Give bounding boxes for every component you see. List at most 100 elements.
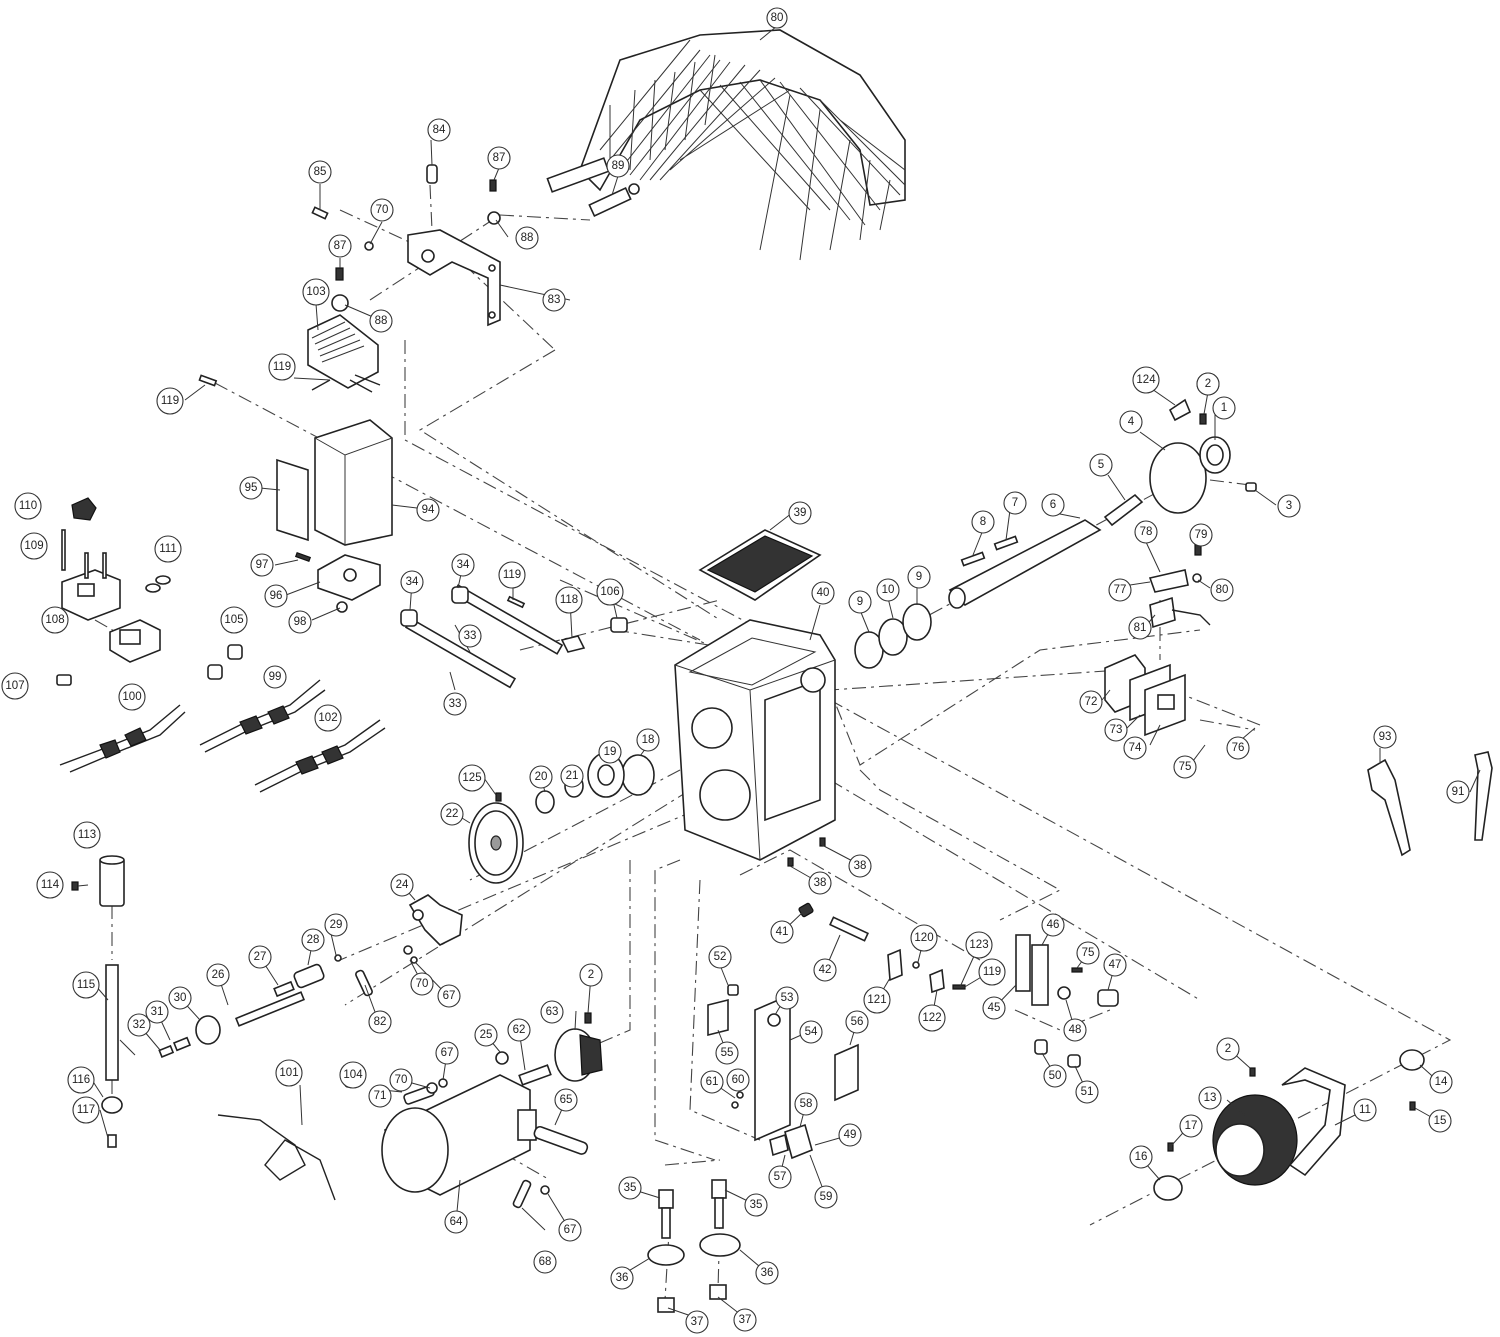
callout-label: 89 <box>612 160 625 172</box>
callout-label: 88 <box>521 232 534 244</box>
callout-circle <box>560 764 584 788</box>
callout-115: 115 <box>72 971 100 999</box>
callout-46: 46 <box>1041 913 1065 937</box>
callout-circle <box>451 553 475 577</box>
pivot-pin <box>588 183 640 217</box>
callout-label: 16 <box>1135 1151 1148 1163</box>
callout-label: 96 <box>270 590 283 602</box>
callout-76: 76 <box>1226 736 1250 760</box>
svg-text:80: 80 <box>771 12 784 24</box>
callout-54: 54 <box>799 1020 823 1044</box>
callout-circle <box>1429 1070 1453 1094</box>
callout-circle <box>838 1123 862 1147</box>
callout-bubbles: 1234567899101113141516171819202122242526… <box>1 118 1470 1334</box>
callout-label: 29 <box>330 919 343 931</box>
callout-label: 108 <box>45 614 64 626</box>
callout-label: 94 <box>422 504 435 516</box>
callout-label: 79 <box>1195 529 1208 541</box>
callout-33: 33 <box>458 624 482 648</box>
callout-1: 1 <box>1212 396 1236 420</box>
callout-circle <box>910 924 938 952</box>
callout-label: 117 <box>77 1104 95 1116</box>
callout-109: 109 <box>20 532 48 560</box>
callout-circle <box>400 570 424 594</box>
access-door <box>707 984 859 1160</box>
callout-16: 16 <box>1129 1145 1153 1169</box>
callout-42: 42 <box>813 958 837 982</box>
callout-circle <box>301 928 325 952</box>
callout-label: 18 <box>642 734 655 746</box>
callout-circle <box>1041 913 1065 937</box>
callout-circle <box>73 821 101 849</box>
callout-circle <box>554 1088 578 1112</box>
callout-circle <box>811 581 835 605</box>
callout-circle <box>965 931 993 959</box>
callout-56: 56 <box>845 1010 869 1034</box>
callout-circle <box>1119 410 1143 434</box>
callout-circle <box>978 958 1006 986</box>
callout-label: 104 <box>343 1069 363 1081</box>
callout-label: 67 <box>441 1047 454 1059</box>
callout-label: 10 <box>882 584 895 596</box>
callout-label: 84 <box>433 124 446 136</box>
callout-label: 47 <box>1109 959 1122 971</box>
spindle-switch <box>1148 544 1211 629</box>
callout-circle <box>324 913 348 937</box>
shafts-33-34 <box>400 584 628 689</box>
callout-circle <box>458 624 482 648</box>
callout-circle <box>1079 690 1103 714</box>
callout-label: 72 <box>1085 696 1098 708</box>
callout-14: 14 <box>1429 1070 1453 1094</box>
callout-label: 35 <box>624 1182 637 1194</box>
callout-label: 9 <box>857 596 863 608</box>
callout-77: 77 <box>1108 578 1132 602</box>
callout-circle <box>733 1308 757 1332</box>
callout-circle <box>314 704 342 732</box>
callout-label: 59 <box>820 1191 833 1203</box>
callout-label: 114 <box>41 879 60 891</box>
callout-98: 98 <box>288 610 312 634</box>
callout-27: 27 <box>248 945 272 969</box>
callout-circle <box>744 1193 768 1217</box>
callout-label: 34 <box>457 559 470 571</box>
callout-label: 20 <box>535 771 548 783</box>
callout-label: 11 <box>1359 1104 1371 1116</box>
callout-101: 101 <box>275 1059 303 1087</box>
callout-80: 80 <box>1210 578 1234 602</box>
callout-label: 48 <box>1069 1024 1082 1036</box>
callout-73: 73 <box>1104 718 1128 742</box>
callout-label: 42 <box>819 964 832 976</box>
callout-label: 35 <box>750 1199 763 1211</box>
callout-label: 58 <box>800 1098 813 1110</box>
callout-15: 15 <box>1428 1109 1452 1133</box>
callout-label: 65 <box>560 1094 573 1106</box>
callout-110: 110 <box>14 492 42 520</box>
callout-70: 70 <box>370 198 394 222</box>
cable-harnesses <box>59 679 386 1201</box>
callout-label: 107 <box>5 680 24 692</box>
callout-circle <box>845 1010 869 1034</box>
callout-circle <box>813 958 837 982</box>
callout-circle <box>389 1068 413 1092</box>
callout-circle <box>971 510 995 534</box>
callout-circle <box>1123 736 1147 760</box>
callout-36: 36 <box>755 1261 779 1285</box>
callout-label: 8 <box>980 516 986 528</box>
callout-85: 85 <box>308 160 332 184</box>
callout-circle <box>498 561 526 589</box>
callout-label: 52 <box>714 951 727 963</box>
callout-label: 50 <box>1049 1070 1062 1082</box>
callout-48: 48 <box>1063 1018 1087 1042</box>
callout-102: 102 <box>314 704 342 732</box>
callout-111: 111 <box>154 535 182 563</box>
callout-label: 91 <box>1452 786 1465 798</box>
callout-label: 2 <box>1205 378 1211 390</box>
callout-circle <box>250 553 274 577</box>
callout-circle <box>36 871 64 899</box>
callout-circle <box>1216 1037 1240 1061</box>
callout-40: 40 <box>811 581 835 605</box>
callout-61: 61 <box>700 1070 724 1094</box>
callout-36: 36 <box>610 1266 634 1290</box>
callout-circle <box>474 1023 498 1047</box>
callout-53: 53 <box>775 986 799 1010</box>
